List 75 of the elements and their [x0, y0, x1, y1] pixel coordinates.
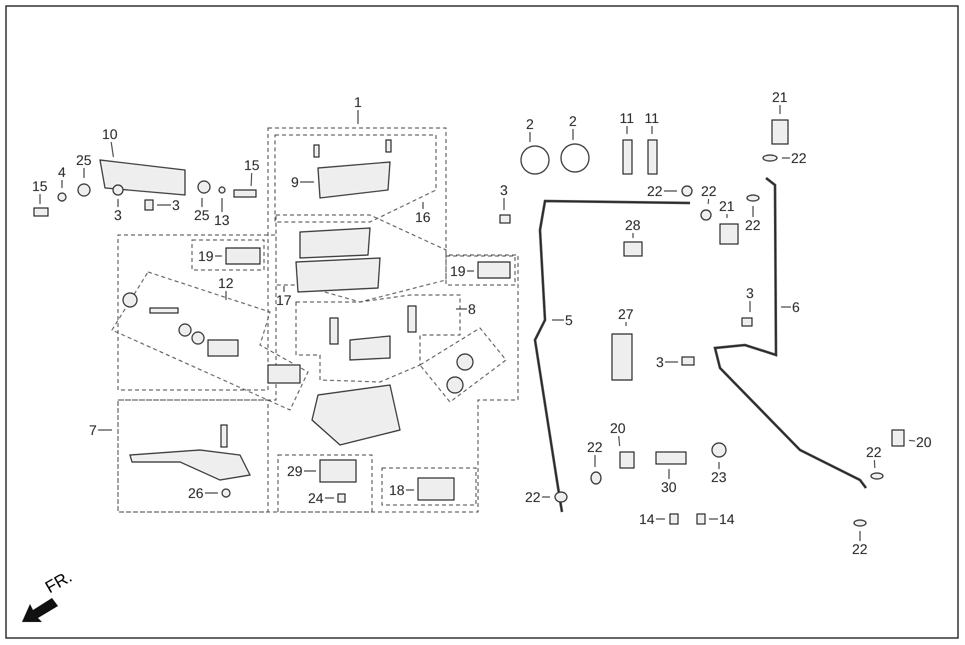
callout-number: 16: [414, 209, 432, 225]
callout-number: 15: [31, 178, 49, 194]
leader-line: [156, 204, 172, 206]
callout-number: 8: [467, 301, 477, 317]
callout-number: 13: [213, 212, 231, 228]
callout-number: 22: [744, 217, 762, 233]
callout-number: 22: [646, 183, 664, 199]
callout-number: 22: [700, 183, 718, 199]
callout-number: 7: [88, 422, 98, 438]
callout-number: 22: [851, 541, 869, 557]
leader-line: [908, 440, 916, 442]
callout-number: 24: [307, 490, 325, 506]
leader-line: [542, 496, 550, 498]
callout-number: 3: [655, 354, 665, 370]
callout-number: 28: [624, 217, 642, 233]
leader-line: [752, 206, 754, 218]
callout-number: 14: [638, 511, 656, 527]
leader-line: [110, 142, 114, 158]
callout-number: 30: [660, 479, 678, 495]
leader-line: [726, 214, 728, 218]
callout-number: 5: [564, 312, 574, 328]
callout-number: 23: [710, 469, 728, 485]
leader-line: [594, 454, 596, 468]
leader-line: [626, 126, 628, 134]
callout-number: 21: [718, 198, 736, 214]
callout-number: 11: [618, 110, 636, 126]
leader-line: [572, 128, 574, 140]
callout-number: 26: [187, 485, 205, 501]
leader-line: [668, 468, 670, 480]
leader-line: [632, 232, 634, 238]
callout-number: 6: [791, 299, 801, 315]
callout-number: 9: [290, 174, 300, 190]
direction-label: FR.: [42, 566, 76, 598]
callout-number: 20: [915, 434, 933, 450]
leader-line: [708, 198, 710, 204]
callout-number: 20: [609, 420, 627, 436]
callout-number: 19: [449, 263, 467, 279]
callout-number: 11: [644, 110, 660, 126]
callout-number: 19: [197, 248, 215, 264]
callout-number: 17: [275, 292, 293, 308]
callout-number: 22: [586, 439, 604, 455]
leader-line: [304, 470, 316, 472]
callout-number: 3: [745, 285, 755, 301]
leader-line: [664, 190, 678, 192]
callout-number: 22: [865, 444, 883, 460]
callout-number: 15: [243, 157, 261, 173]
callout-number: 2: [568, 113, 578, 129]
leader-line: [204, 492, 218, 494]
leader-line: [718, 462, 720, 470]
leader-line: [422, 202, 424, 210]
callout-number: 25: [75, 152, 93, 168]
callout-number: 4: [57, 164, 67, 180]
callout-number: 25: [193, 207, 211, 223]
callout-number: 2: [525, 116, 535, 132]
callout-number: 10: [101, 126, 119, 142]
callout-number: 12: [217, 275, 235, 291]
callout-number: 14: [718, 511, 736, 527]
callout-number: 1: [353, 94, 363, 110]
callout-number: 21: [771, 89, 789, 105]
callout-number: 27: [617, 306, 635, 322]
callout-number: 3: [113, 207, 123, 223]
callout-number: 22: [524, 489, 542, 505]
callout-number: 22: [790, 150, 808, 166]
leader-line: [250, 172, 252, 186]
leader-line: [708, 518, 718, 520]
callout-number: 3: [171, 197, 181, 213]
leader-line: [456, 308, 468, 310]
callout-number: 3: [499, 182, 509, 198]
leader-line: [466, 270, 474, 272]
leader-line: [656, 518, 666, 520]
callout-number: 29: [286, 463, 304, 479]
callout-number: 18: [388, 482, 406, 498]
leader-line: [618, 436, 620, 447]
leader-line: [874, 460, 876, 468]
leader-line: [780, 306, 792, 308]
